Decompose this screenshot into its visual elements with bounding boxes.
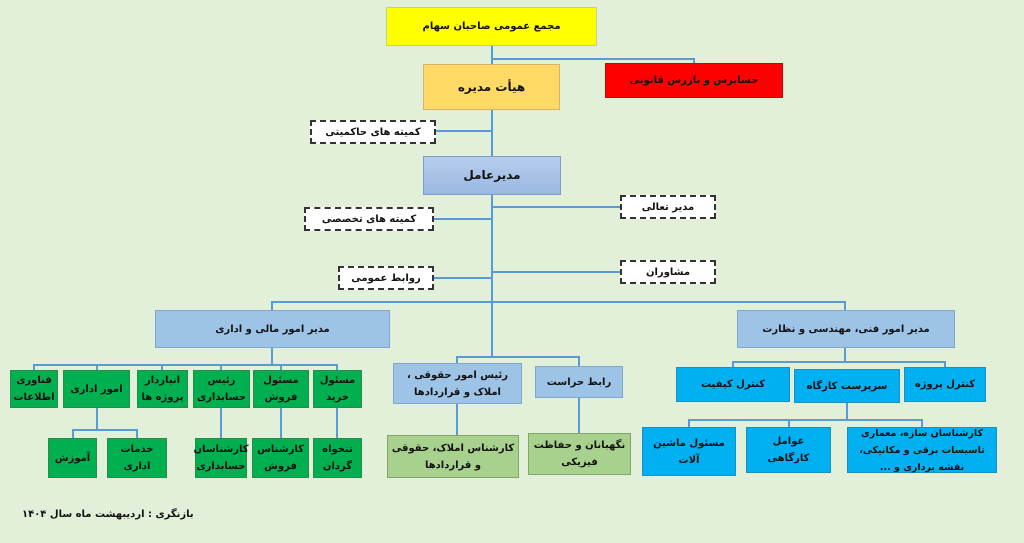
node-admin-affairs: امور اداری xyxy=(63,370,130,408)
node-legal-expert: کارشناس املاک، حقوقی و قراردادها xyxy=(387,435,519,478)
node-sales-expert: کارشناس فروش xyxy=(252,438,309,478)
revision-note: بازنگری : اردیبهشت ماه سال ۱۴۰۴ xyxy=(22,509,194,520)
node-advisors: مشاوران xyxy=(620,260,716,284)
node-accounting-head: رئیس حسابداری xyxy=(193,370,250,408)
node-purchasing-officer: مسئول خرید xyxy=(313,370,362,408)
node-admin-services: خدمات اداری xyxy=(107,438,167,478)
node-site-workers: عوامل کارگاهی xyxy=(746,427,831,473)
node-training: آموزش xyxy=(48,438,97,478)
node-board-of-directors: هیأت مدیره xyxy=(423,64,560,110)
node-security-liaison: رابط حراست xyxy=(535,366,623,398)
node-it: فناوری اطلاعات xyxy=(10,370,58,408)
node-governance-committees: کمیته های حاکمیتی xyxy=(310,120,436,144)
node-legal-head: رئیس امور حقوقی ، املاک و قراردادها xyxy=(393,363,522,404)
node-shareholders-assembly: مجمع عمومی صاحبان سهام xyxy=(386,7,597,46)
node-auditor: حسابرس و بازرس قانونی xyxy=(605,63,783,98)
node-quality-control: کنترل کیفیت xyxy=(676,367,790,402)
node-specialized-committees: کمیته های تخصصی xyxy=(304,207,434,231)
node-cashier: تنخواه گردان xyxy=(313,438,362,478)
node-sales-officer: مسئول فروش xyxy=(253,370,309,408)
node-site-supervisor: سرپرست کارگاه xyxy=(794,369,900,403)
node-ceo: مدیرعامل xyxy=(423,156,561,195)
node-technical-manager: مدیر امور فنی، مهندسی و نظارت xyxy=(737,310,955,348)
node-accounting-experts: کارشناسان حسابداری xyxy=(193,438,249,478)
node-guards: نگهبانان و حفاظت فیزیکی xyxy=(528,433,631,475)
node-engineering-experts: کارشناسان سازه، معماری تاسیسات برقی و مک… xyxy=(847,427,997,473)
node-public-relations: روابط عمومی xyxy=(338,266,434,290)
node-project-control: کنترل پروژه xyxy=(904,367,986,402)
node-project-warehouse: انباردار پروژه ها xyxy=(137,370,188,408)
node-excellence-manager: مدیر تعالی xyxy=(620,195,716,219)
node-finance-admin-manager: مدیر امور مالی و اداری xyxy=(155,310,390,348)
node-machinery-officer: مسئول ماشین آلات xyxy=(642,427,736,476)
